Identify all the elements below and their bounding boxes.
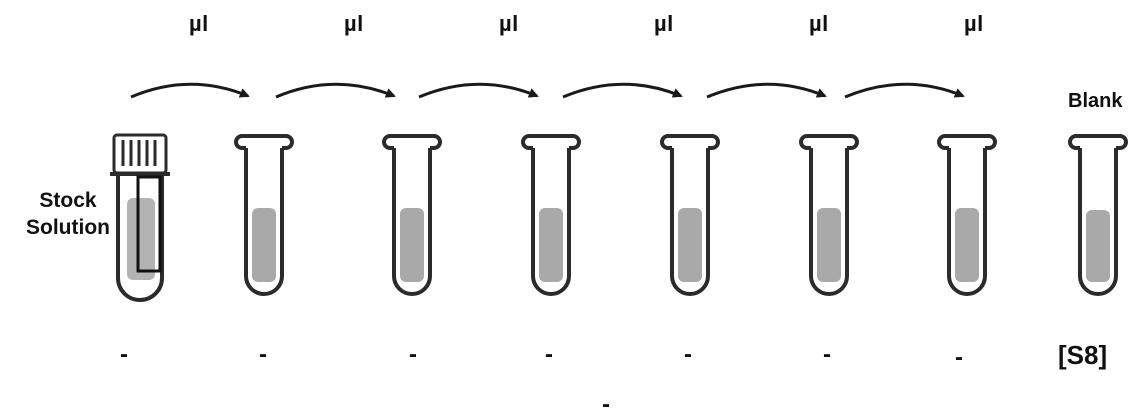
test-tube-liquid bbox=[1086, 210, 1110, 282]
stock-tube-body bbox=[116, 175, 164, 302]
transfer-volume-label-4: µl bbox=[654, 11, 674, 36]
test-tube-rim bbox=[1068, 134, 1128, 150]
test-tube-rim bbox=[234, 134, 294, 150]
test-tube-body bbox=[670, 148, 710, 296]
test-tube-body bbox=[947, 148, 987, 296]
test-tube-liquid bbox=[678, 208, 702, 282]
bottom-dash-label: - bbox=[602, 391, 610, 418]
stock-tube bbox=[110, 133, 170, 302]
transfer-arrow-6 bbox=[844, 82, 965, 99]
test-tube-rim bbox=[937, 134, 997, 150]
transfer-volume-label-6: µl bbox=[964, 11, 984, 36]
transfer-arrow-3 bbox=[418, 82, 539, 99]
test-tube-liquid bbox=[400, 208, 424, 282]
transfer-arrows bbox=[130, 82, 965, 99]
test-tube-rim bbox=[382, 134, 442, 150]
transfer-arrow-2 bbox=[275, 82, 396, 99]
concentration-label-5: - bbox=[684, 341, 692, 368]
test-tube-liquid bbox=[252, 208, 276, 282]
test-tube-liquid bbox=[539, 208, 563, 282]
transfer-volume-label-5: µl bbox=[809, 11, 829, 36]
test-tube-liquid bbox=[955, 208, 979, 282]
transfer-arrow-5 bbox=[706, 82, 827, 99]
concentration-label-1: - bbox=[120, 341, 128, 368]
test-tube-rim bbox=[660, 134, 720, 150]
stock-label-line-1: Stock bbox=[39, 189, 97, 212]
test-tube-2 bbox=[382, 134, 442, 296]
concentration-label-6: - bbox=[823, 341, 831, 368]
stock-inner-vial bbox=[136, 175, 162, 273]
test-tube-6 bbox=[937, 134, 997, 296]
concentration-label-3: - bbox=[409, 341, 417, 368]
concentration-label-7: - bbox=[955, 344, 963, 371]
transfer-volume-label-1: µl bbox=[189, 11, 209, 36]
test-tube-body bbox=[244, 148, 284, 296]
blank-tube bbox=[1068, 134, 1128, 296]
test-tube-liquid bbox=[817, 208, 841, 282]
stock-solution-label: Stock Solution bbox=[26, 188, 110, 242]
stock-label-line-2: Solution bbox=[26, 215, 110, 239]
test-tube-body bbox=[809, 148, 849, 296]
stock-tube-cap bbox=[110, 133, 170, 176]
test-tube-body bbox=[531, 148, 571, 296]
test-tube-5 bbox=[799, 134, 859, 296]
test-tube-body bbox=[392, 148, 432, 296]
transfer-volume-label-2: µl bbox=[344, 11, 364, 36]
blank-concentration-label: [S8] bbox=[1058, 340, 1108, 370]
concentration-label-2: - bbox=[259, 341, 267, 368]
test-tube-4 bbox=[660, 134, 720, 296]
test-tube-body bbox=[1078, 148, 1118, 296]
stock-tube-liquid bbox=[127, 198, 155, 280]
blank-label: Blank bbox=[1068, 90, 1123, 112]
transfer-arrow-4 bbox=[562, 82, 683, 99]
concentration-label-4: - bbox=[545, 341, 553, 368]
transfer-volume-label-3: µl bbox=[499, 11, 519, 36]
test-tube-3 bbox=[521, 134, 581, 296]
test-tube-1 bbox=[234, 134, 294, 296]
transfer-arrow-1 bbox=[130, 82, 250, 99]
test-tube-rim bbox=[521, 134, 581, 150]
test-tube-rim bbox=[799, 134, 859, 150]
